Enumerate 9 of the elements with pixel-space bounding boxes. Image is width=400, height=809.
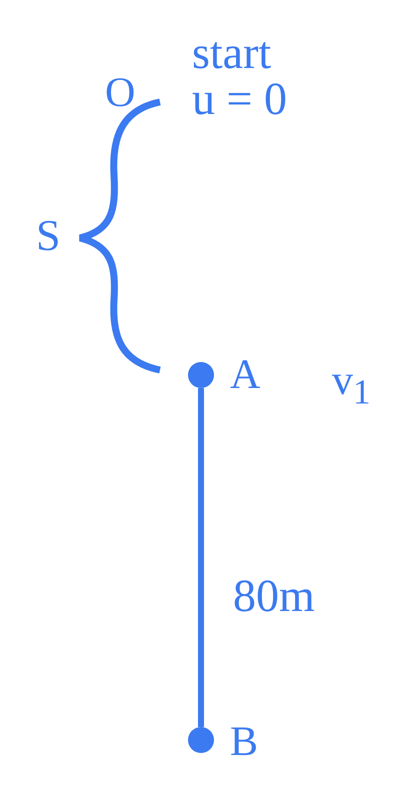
point-label: A	[230, 354, 260, 396]
line-segment	[198, 388, 204, 727]
velocity-label: v$_{1}$	[332, 360, 370, 410]
origin-label: O	[105, 72, 136, 114]
edge-label: 80m	[233, 572, 315, 618]
start-label: start	[192, 30, 272, 76]
initial-velocity-label: u = 0	[192, 76, 287, 122]
point-label: B	[230, 721, 258, 763]
distance-label: S	[36, 214, 60, 258]
